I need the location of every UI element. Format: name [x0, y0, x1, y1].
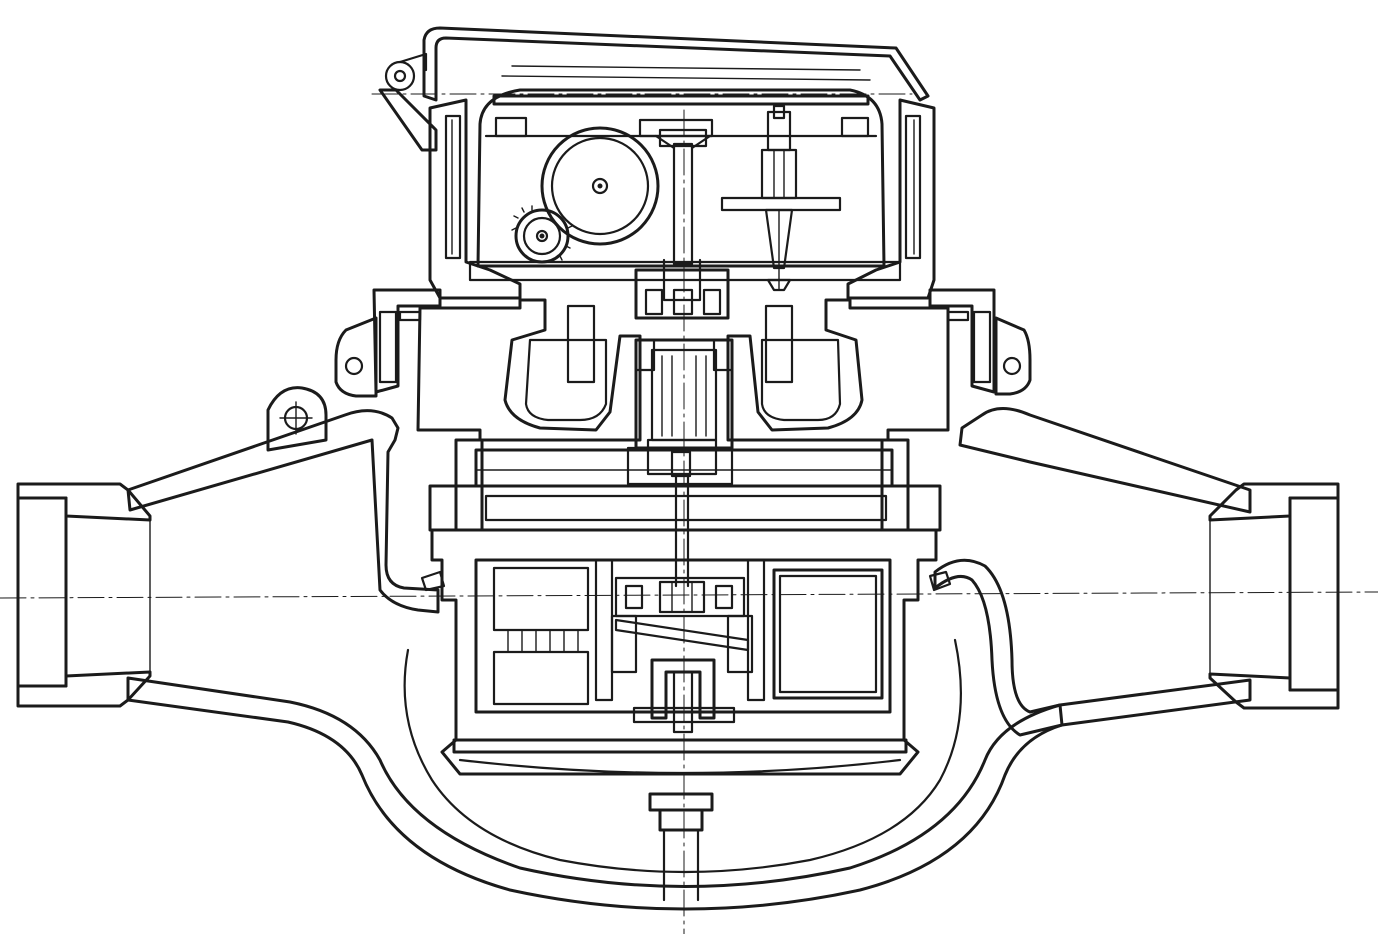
upper-housing	[416, 298, 950, 442]
register-housing	[428, 88, 936, 320]
bottom-bearing	[632, 658, 736, 902]
meter-body	[126, 407, 1252, 911]
inlet-connection	[16, 482, 152, 708]
measuring-chamber	[428, 438, 942, 776]
impeller	[610, 576, 754, 674]
gear-train	[511, 126, 712, 266]
dial-pointer-spindle	[720, 104, 842, 292]
seal-gaskets	[398, 310, 970, 592]
register-cover	[378, 26, 930, 152]
outlet-connection	[1208, 482, 1340, 710]
mounting-lugs	[266, 316, 1032, 452]
center-lines	[0, 93, 1378, 934]
magnetic-coupling	[626, 338, 734, 588]
